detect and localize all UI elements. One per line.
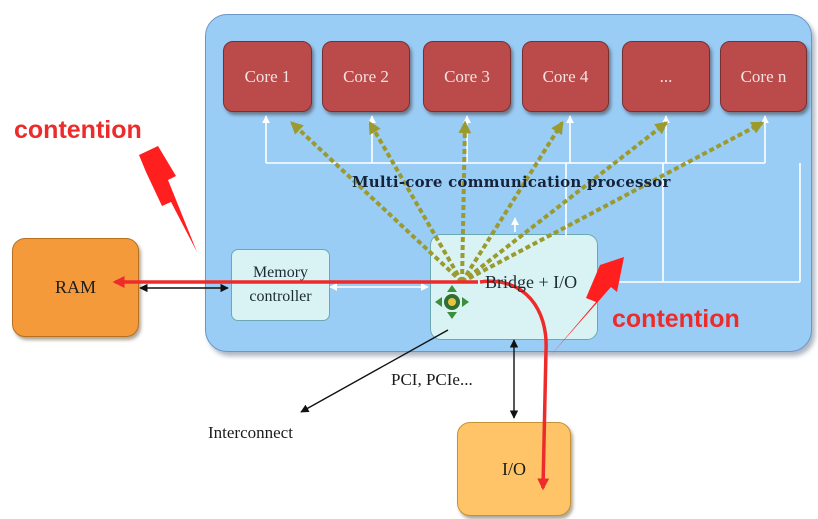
core-access-arrows [290, 120, 765, 284]
core-1-label: Core 1 [244, 66, 291, 86]
ram-label: RAM [54, 277, 96, 297]
interconnect-label: Interconnect [208, 423, 293, 442]
core-2-box: Core 2 [322, 41, 410, 112]
core-n-box: Core n [720, 41, 807, 112]
core-ellipsis-box: ... [622, 41, 710, 112]
core-3-box: Core 3 [423, 41, 511, 112]
external-links [139, 283, 519, 419]
bridge-io-label: Bridge + I/O [485, 272, 578, 292]
memory-controller-label-line2: controller [249, 288, 312, 305]
core-ellipsis-label: ... [659, 66, 673, 86]
core-2-label: Core 2 [343, 66, 389, 86]
io-label: I/O [502, 458, 526, 479]
core-3-label: Core 3 [444, 66, 490, 86]
core-1-box: Core 1 [223, 41, 312, 112]
arbiter-icon [435, 285, 469, 319]
processor-label: Multi-core communication processor [352, 173, 671, 191]
core-n-label: Core n [740, 66, 787, 86]
lightning-bolt-right [551, 257, 624, 355]
io-box: I/O [457, 422, 571, 516]
bus-label: PCI, PCIe... [391, 370, 473, 389]
contention-label-left: contention [14, 116, 142, 144]
contention-paths [112, 276, 550, 491]
core-4-box: Core 4 [522, 41, 609, 112]
core-4-label: Core 4 [542, 66, 589, 86]
lightning-bolt-left [139, 146, 197, 252]
internal-bus-lines [262, 115, 801, 291]
memory-controller-box: Memory controller [231, 249, 330, 321]
memory-controller-label-line1: Memory [252, 264, 309, 281]
contention-label-right: contention [612, 305, 740, 333]
